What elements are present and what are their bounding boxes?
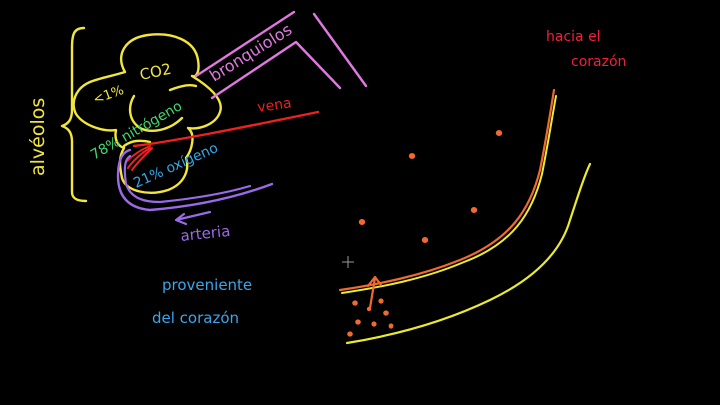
vein-label: vena [256,95,292,116]
artery-arrow [174,210,212,226]
toward-heart-label-2: corazón [571,54,626,70]
alveoli-cluster [72,33,222,194]
bronchiole-outer-wall [312,12,368,88]
artery-inner-line [123,154,252,204]
bronchiole-upper-wall [194,10,296,78]
vein-branch-3 [131,147,153,171]
artery-label: arteria [180,222,232,245]
blood-cell [371,321,377,327]
alveoli-inner-lobe [128,94,184,132]
vessel-inner-wall-orange [338,88,556,292]
blood-cell [421,237,429,243]
blood-cell [408,153,416,159]
toward-heart-label-1: hacia el [546,29,601,45]
crosshair-cursor-icon [342,256,354,268]
vessel-outer-wall-yellow [345,162,592,345]
blood-cell [352,300,358,306]
vein-line [132,110,320,148]
blood-cell [347,331,353,337]
alveoli-inner-lobe-3 [122,139,152,148]
alveolos-label: alvéolos [27,98,49,176]
artery-outer-line [116,148,274,212]
diffusion-arrow [366,275,383,310]
from-heart-label-2: del corazón [152,309,239,327]
co2-percentage: <1% [91,83,126,108]
bronchiole-lower-wall [210,40,342,100]
blood-cell [378,298,384,304]
alveoli-inner-lobe-2 [168,84,198,92]
from-heart-label-1: proveniente [162,276,252,294]
blood-cell [383,310,389,316]
blood-cell [388,323,394,329]
alveolos-brace [60,26,88,203]
blood-cell [358,219,366,225]
vein-branch-2 [127,147,151,169]
blood-cells [347,130,503,337]
co2-label: CO2 [138,60,173,84]
blood-cell [495,130,503,136]
blood-cell [470,207,478,213]
blood-cell [355,319,361,325]
vessel-inner-wall-yellow [341,95,557,294]
